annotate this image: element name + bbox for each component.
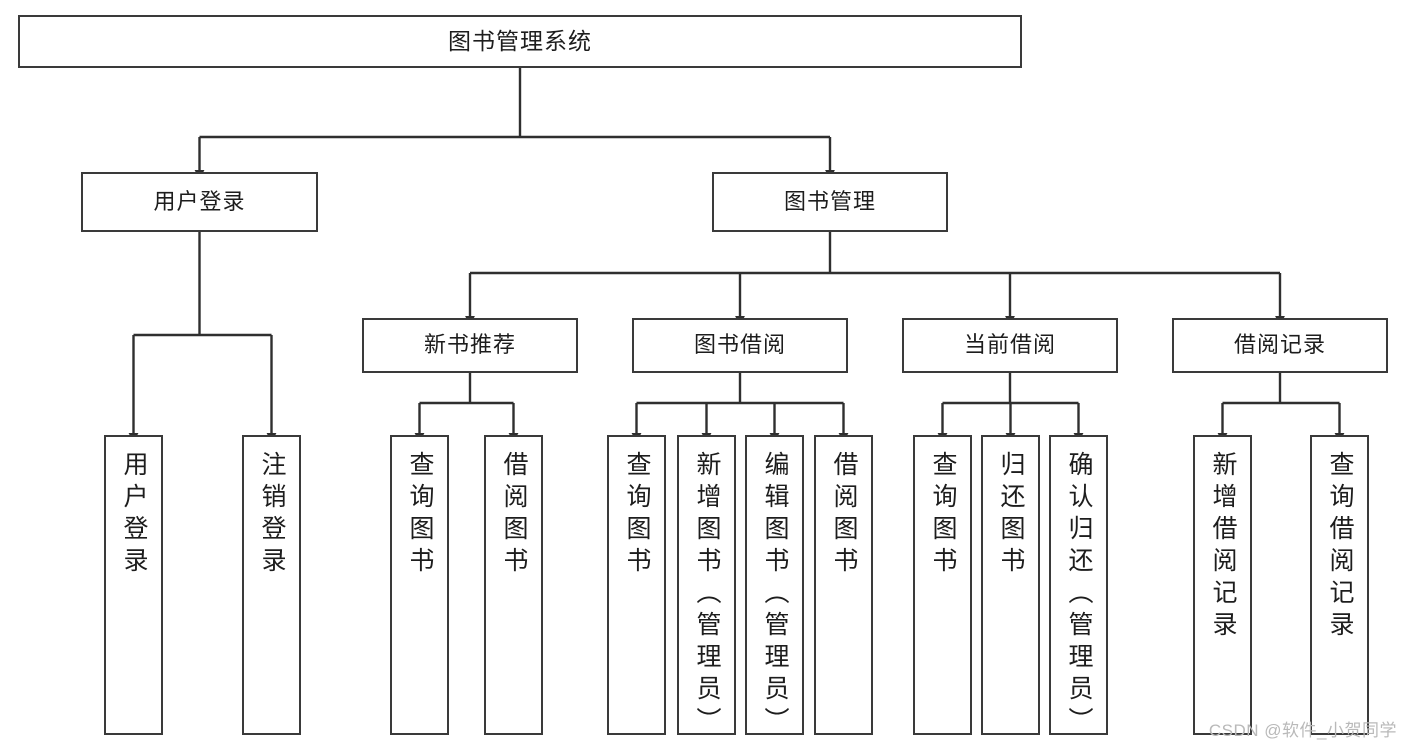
- node-label: 借阅图书: [500, 451, 528, 579]
- node-l9[interactable]: 查询图书: [913, 435, 972, 735]
- node-label: 用户登录: [153, 188, 246, 214]
- node-l8[interactable]: 借阅图书: [814, 435, 873, 735]
- node-bookmgmt[interactable]: 图书管理: [712, 172, 948, 232]
- node-newbook[interactable]: 新书推荐: [362, 318, 578, 373]
- node-l2[interactable]: 注销登录: [242, 435, 301, 735]
- node-login[interactable]: 用户登录: [81, 172, 318, 232]
- node-root[interactable]: 图书管理系统: [18, 15, 1022, 68]
- node-label: 图书管理: [783, 188, 876, 214]
- node-label: 查询图书: [623, 451, 651, 579]
- node-label: 借阅图书: [830, 451, 858, 579]
- node-l7[interactable]: 编辑图书（管理员）: [745, 435, 804, 739]
- node-borrow[interactable]: 图书借阅: [632, 318, 848, 373]
- node-label: 编辑图书（管理员）: [761, 451, 789, 739]
- node-l6[interactable]: 新增图书（管理员）: [677, 435, 736, 739]
- node-label: 新增图书（管理员）: [693, 451, 721, 739]
- node-l5[interactable]: 查询图书: [607, 435, 666, 735]
- node-label: 图书借阅: [693, 332, 786, 358]
- node-l10[interactable]: 归还图书: [981, 435, 1040, 735]
- node-l12[interactable]: 新增借阅记录: [1193, 435, 1252, 735]
- node-label: 新书推荐: [423, 332, 516, 358]
- node-records[interactable]: 借阅记录: [1172, 318, 1388, 373]
- node-l3[interactable]: 查询图书: [390, 435, 449, 735]
- node-label: 借阅记录: [1233, 332, 1326, 358]
- node-label: 确认归还（管理员）: [1065, 451, 1093, 739]
- node-label: 归还图书: [997, 451, 1025, 579]
- node-l1[interactable]: 用户登录: [104, 435, 163, 735]
- node-label: 查询图书: [406, 451, 434, 579]
- node-label: 查询借阅记录: [1326, 451, 1354, 643]
- node-l11[interactable]: 确认归还（管理员）: [1049, 435, 1108, 739]
- node-label: 当前借阅: [963, 332, 1056, 358]
- node-current[interactable]: 当前借阅: [902, 318, 1118, 373]
- watermark: CSDN @软件_小贺同学: [1208, 721, 1397, 740]
- node-label: 注销登录: [258, 451, 286, 579]
- node-label: 查询图书: [929, 451, 957, 579]
- node-l13[interactable]: 查询借阅记录: [1310, 435, 1369, 735]
- node-label: 新增借阅记录: [1209, 451, 1237, 643]
- node-l4[interactable]: 借阅图书: [484, 435, 543, 735]
- node-label: 用户登录: [120, 451, 148, 579]
- node-label: 图书管理系统: [448, 27, 592, 54]
